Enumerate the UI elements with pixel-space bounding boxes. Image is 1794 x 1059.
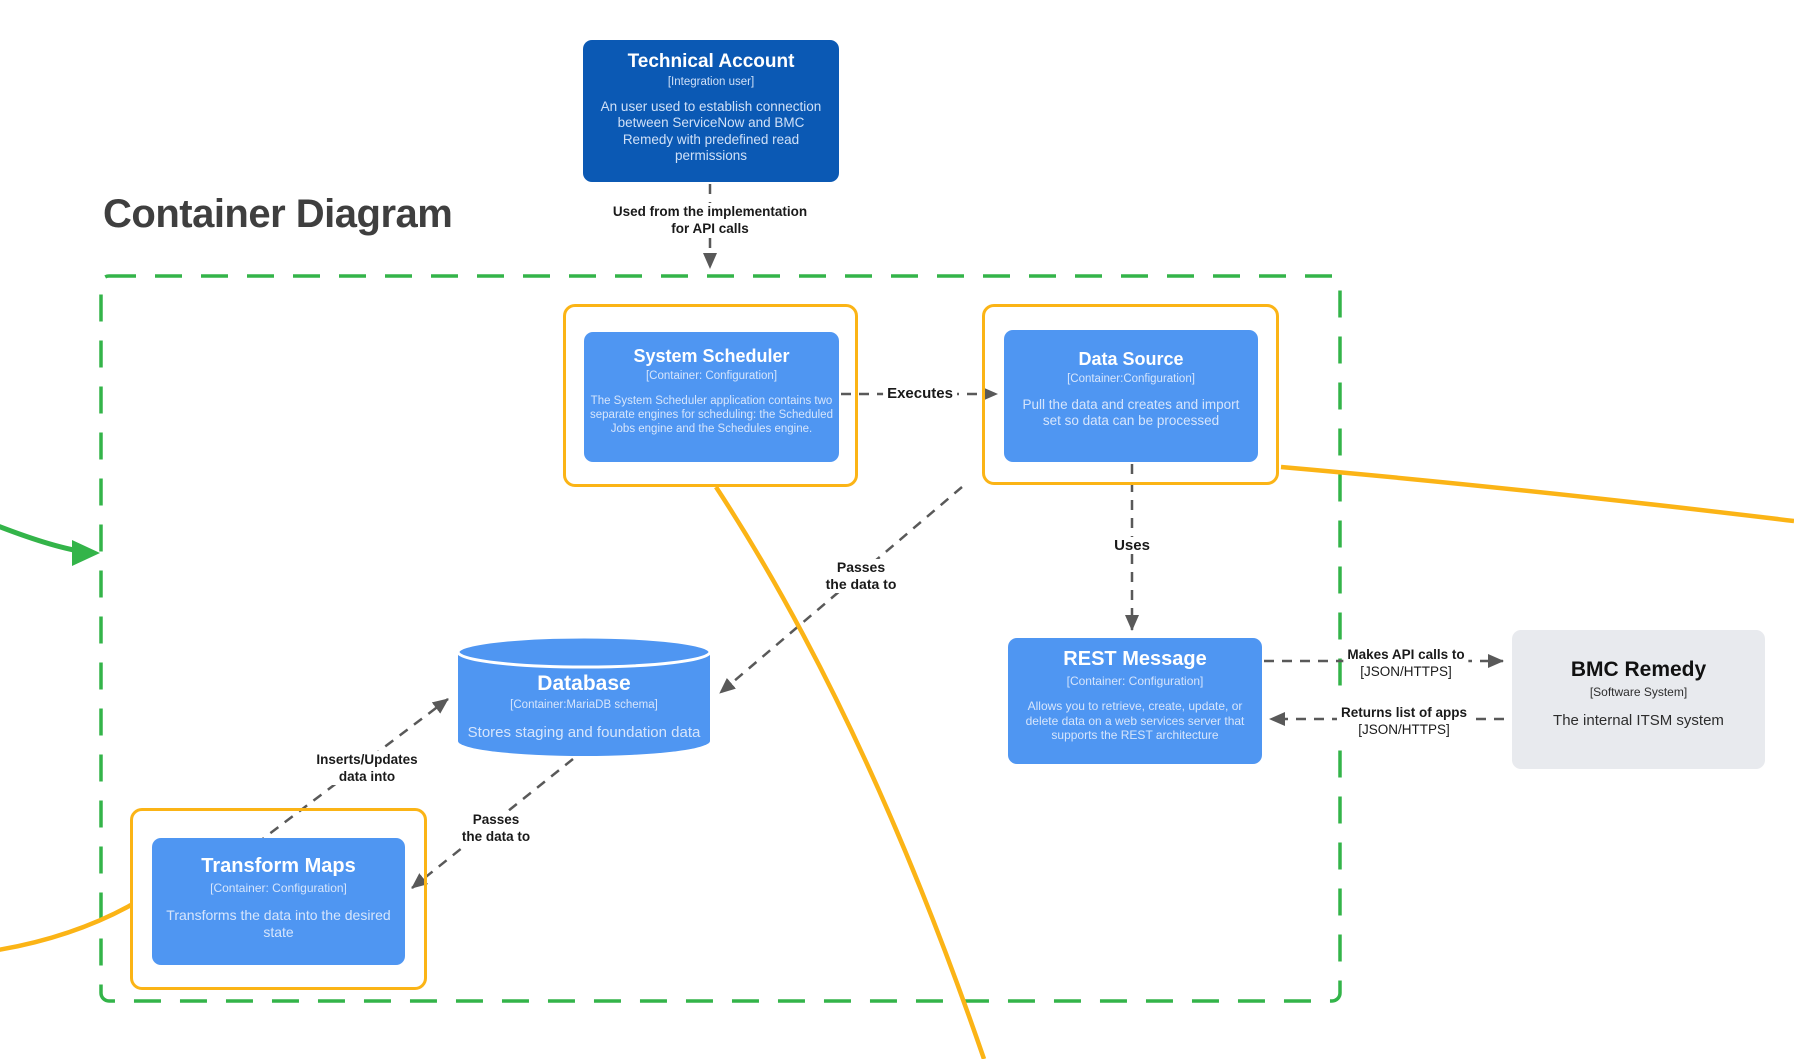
yellow-relation-bottom-left xyxy=(0,903,133,952)
rest-message-subtitle: [Container: Configuration] xyxy=(1066,674,1204,688)
edge-label-passes-lower: Passes the data to xyxy=(457,811,535,845)
database-title: Database xyxy=(537,672,631,695)
bmc-remedy-body: The internal ITSM system xyxy=(1553,712,1724,729)
database-body: Stores staging and foundation data xyxy=(467,724,701,741)
data-source-body: Pull the data and creates and import set… xyxy=(1022,397,1240,429)
bmc-remedy-subtitle: [Software System] xyxy=(1589,685,1688,699)
edge-label-returns-apps: Returns list of apps [JSON/HTTPS] xyxy=(1336,704,1472,738)
data-source-node: Data Source [Container:Configuration] Pu… xyxy=(1004,330,1258,462)
transform-maps-body: Transforms the data into the desired sta… xyxy=(166,907,391,941)
green-arrowhead xyxy=(72,540,100,566)
rest-message-body: Allows you to retrieve, create, update, … xyxy=(1025,699,1245,743)
yellow-relation-middle xyxy=(714,485,987,1059)
technical-account-node: Technical Account [Integration user] An … xyxy=(583,40,839,182)
technical-account-subtitle: [Integration user] xyxy=(667,76,755,88)
system-scheduler-title: System Scheduler xyxy=(633,346,790,366)
edge-inserts-updates-line xyxy=(255,698,449,845)
edge-label-inserts-updates: Inserts/Updates data into xyxy=(312,751,422,785)
edge-label-makes-api: Makes API calls to [JSON/HTTPS] xyxy=(1343,646,1469,680)
transform-maps-subtitle: [Container: Configuration] xyxy=(210,881,347,895)
yellow-relation-right xyxy=(1280,464,1794,524)
data-source-title: Data Source xyxy=(1078,349,1184,369)
system-boundary-border xyxy=(99,274,1342,1003)
technical-account-body: An user used to establish connection bet… xyxy=(600,99,822,164)
transform-maps-group xyxy=(130,808,427,990)
database-cylinder-top xyxy=(456,635,712,669)
database-node: Database [Container:MariaDB schema] Stor… xyxy=(458,672,710,742)
database-cylinder-body xyxy=(458,652,710,756)
bmc-remedy-node: BMC Remedy [Software System] The interna… xyxy=(1512,630,1765,769)
technical-account-title: Technical Account xyxy=(627,51,795,72)
data-source-subtitle: [Container:Configuration] xyxy=(1067,373,1195,385)
system-scheduler-node: System Scheduler [Container: Configurati… xyxy=(584,332,839,462)
edge-label-executes: Executes xyxy=(883,385,957,402)
database-subtitle: [Container:MariaDB schema] xyxy=(510,699,658,711)
edge-label-uses: Uses xyxy=(1110,537,1154,554)
system-scheduler-subtitle: [Container: Configuration] xyxy=(645,370,778,382)
edge-label-passes-upper: Passes the data to xyxy=(821,559,901,593)
edge-label-used-from: Used from the implementation for API cal… xyxy=(608,203,812,237)
system-scheduler-body: The System Scheduler application contain… xyxy=(590,395,833,436)
system-scheduler-group xyxy=(563,304,858,487)
transform-maps-node: Transform Maps [Container: Configuration… xyxy=(152,838,405,965)
bmc-remedy-title: BMC Remedy xyxy=(1570,658,1707,681)
page-title: Container Diagram xyxy=(103,192,453,236)
transform-maps-title: Transform Maps xyxy=(201,855,356,877)
rest-message-node: REST Message [Container: Configuration] … xyxy=(1008,638,1262,764)
edge-passes-lower-line xyxy=(411,758,574,889)
rest-message-title: REST Message xyxy=(1063,648,1207,670)
